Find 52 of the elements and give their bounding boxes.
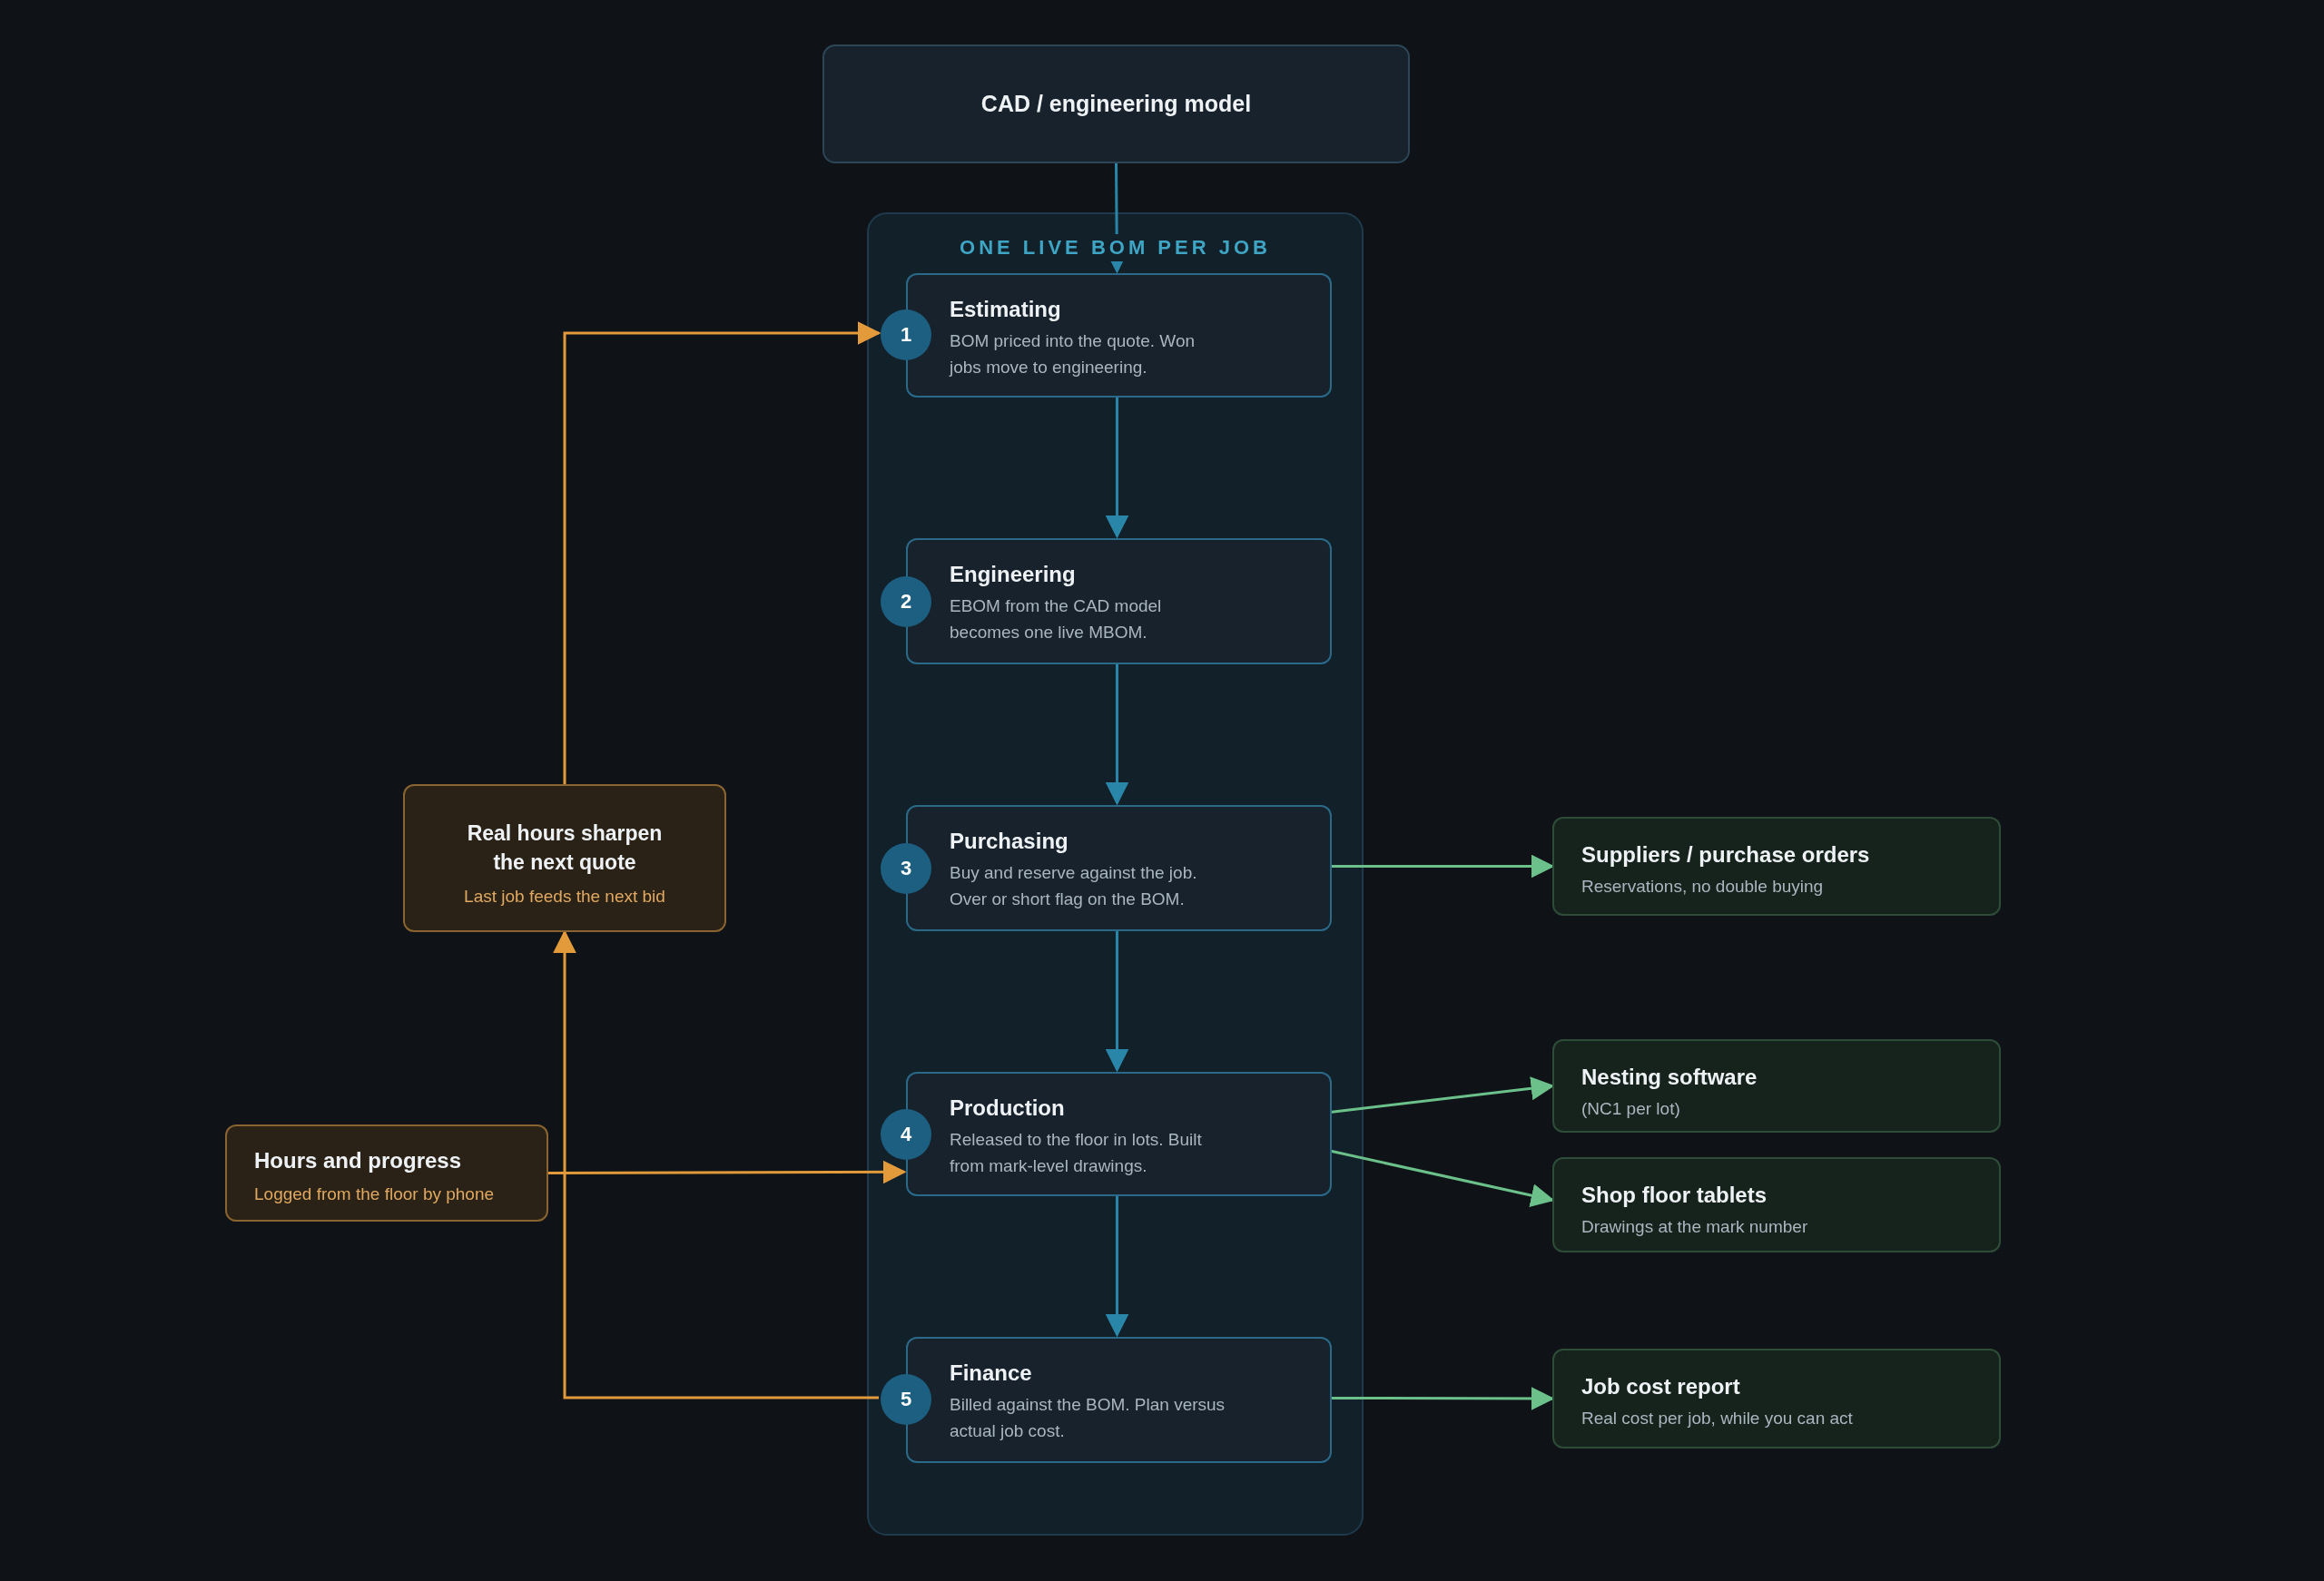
node-title: Finance <box>950 1360 1033 1387</box>
node-title: Production <box>950 1095 1066 1122</box>
step-number-circle <box>881 1374 931 1425</box>
arrow <box>1329 1149 1555 1207</box>
arrow <box>1105 1194 1129 1338</box>
arrow <box>1105 663 1129 806</box>
step-number: 4 <box>900 1123 912 1146</box>
node-title: Real hours sharpen the next quote <box>466 820 664 877</box>
arrow <box>1105 929 1129 1073</box>
arrow <box>1330 854 1555 879</box>
node-description: Logged from the floor by phone <box>254 1183 496 1206</box>
node-title: CAD / engineering model <box>980 90 1252 119</box>
arrow <box>1330 1386 1555 1410</box>
step-number-circle <box>881 843 931 894</box>
node-title: Suppliers / purchase orders <box>1581 841 1871 869</box>
step-number: 3 <box>900 857 912 880</box>
node-description: BOM priced into the quote. Won jobs move to engineering. <box>950 330 1196 378</box>
node-title: Job cost report <box>1581 1373 1741 1400</box>
step-number-circle <box>881 576 931 627</box>
node-description: EBOM from the CAD model becomes one live MBOM. <box>950 595 1163 643</box>
node-description: Buy and reserve against the job. Over or short flag on the BOM. <box>950 862 1198 910</box>
node-description: Real cost per job, while you can act <box>1581 1408 1854 1430</box>
input-box <box>225 1124 548 1222</box>
arrow <box>553 929 879 1399</box>
node-title: Nesting software <box>1581 1064 1758 1091</box>
step-number: 1 <box>900 323 912 347</box>
arrow <box>1329 1076 1555 1115</box>
output-box <box>1552 1039 2001 1133</box>
output-box <box>1552 817 2001 916</box>
node-description: (NC1 per lot) <box>1581 1098 1681 1121</box>
group-panel <box>867 212 1364 1536</box>
node-description: Reservations, no double buying <box>1581 876 1825 899</box>
output-box <box>1552 1157 2001 1252</box>
node-title: Estimating <box>950 296 1062 323</box>
node-description: Billed against the BOM. Plan versus actual job cost. <box>950 1394 1226 1442</box>
feedback-box <box>403 784 726 932</box>
output-box <box>1552 1349 2001 1448</box>
step-number: 5 <box>900 1388 912 1411</box>
node-title: Hours and progress <box>254 1147 463 1174</box>
step-number: 2 <box>900 590 912 614</box>
node-title: Purchasing <box>950 828 1069 855</box>
step-number-circle <box>881 309 931 360</box>
node-title: Engineering <box>950 561 1077 588</box>
source-box <box>822 44 1410 163</box>
node-description: Last job feeds the next bid <box>463 886 666 908</box>
step-number-circle <box>881 1109 931 1160</box>
arrow <box>548 1160 907 1184</box>
node-description: Drawings at the mark number <box>1581 1216 1809 1239</box>
arrow <box>563 321 881 784</box>
node-title: Shop floor tablets <box>1581 1182 1768 1209</box>
node-description: Released to the floor in lots. Built from mark-level drawings. <box>950 1129 1203 1177</box>
arrow <box>1105 396 1129 539</box>
